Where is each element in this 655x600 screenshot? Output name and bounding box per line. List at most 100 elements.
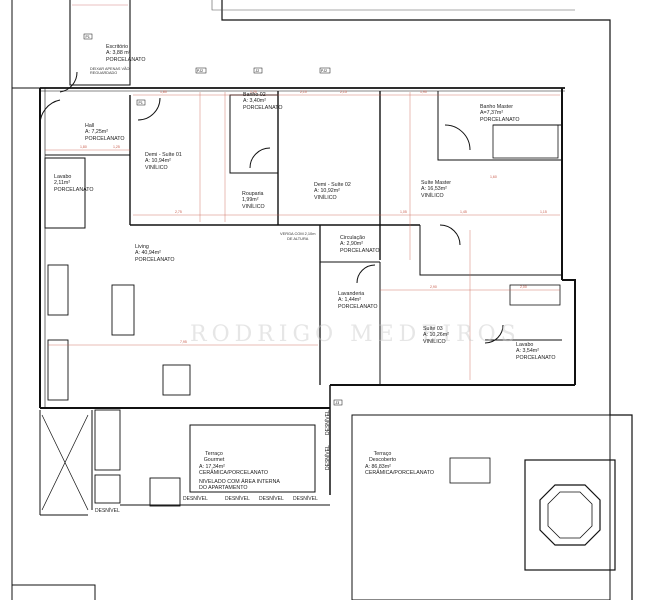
room-name: Rouparia (242, 191, 264, 197)
window-tag-label: J2 (256, 69, 260, 73)
room-area: A: 10,26m² (423, 332, 449, 339)
dim-label: 2,00 (520, 285, 527, 289)
room-finish: PORCELANATO (516, 354, 556, 361)
room-note: NIVELADO COM ÁREA INTERNA DO APARTAMENTO (199, 478, 280, 492)
room-name: Escritório (106, 44, 129, 50)
verga-note: VERGA COM 2,10m DE ALTURA (280, 231, 316, 241)
room-area: A: 10,92m² (314, 188, 340, 195)
dim-label: 1,05 (400, 210, 407, 214)
room-label-suite-03: Suíte 03 A: 10,26m² VINÍLICO (423, 326, 449, 345)
room-name: Terraço Gourmet (203, 451, 225, 464)
room-name: Terraço Descoberto (368, 451, 397, 464)
desnivel-label: DESNÍVEL (183, 496, 208, 502)
room-name: Lavanderia (338, 291, 365, 297)
room-area: A=7,37m² (480, 110, 504, 117)
window-tag-label: J3 (336, 401, 340, 405)
dim-label: 1,90 (420, 90, 427, 94)
dim-label: 2,75 (175, 210, 182, 214)
room-label-demi-suite-01: Demi - Suíte 01 A: 10,94m² VINÍLICO (145, 152, 182, 171)
dim-label: 7,95 (180, 340, 187, 344)
room-finish: CERÂMICA/PORCELANATO (365, 470, 434, 477)
room-finish: PORCELANATO (135, 256, 175, 263)
room-finish: PORCELANATO (338, 303, 378, 310)
dim-label: 2,90 (430, 285, 437, 289)
room-finish: PORCELANATO (243, 104, 283, 111)
room-area: A: 40,94m² (135, 250, 161, 257)
room-area: A: 10,94m² (145, 158, 171, 165)
terrace-edge (12, 584, 96, 600)
room-area: A: 17,34m² (199, 463, 225, 470)
dim-label: 1,45 (460, 210, 467, 214)
desnivel-label: DESNÍVEL (325, 410, 331, 435)
room-label-lavabo-right: Lavabo A: 3,54m² PORCELANATO (516, 342, 556, 361)
note-line: VERGA COM 2,10m (280, 231, 316, 236)
room-name: Demi - Suíte 01 (145, 152, 182, 158)
room-label-living: Living A: 40,94m² PORCELANATO (135, 244, 175, 263)
desnivel-label: DESNÍVEL (95, 508, 120, 514)
room-finish: PORCELANATO (54, 186, 94, 193)
room-finish: VINÍLICO (145, 164, 168, 171)
room-area: A: 3,88 m² (106, 50, 131, 57)
room-label-circulacao: Circulação A: 2,90m² PORCELANATO (340, 235, 380, 254)
room-label-banho-02: Banho 02 A: 3,40m² PORCELANATO (243, 92, 283, 111)
room-finish: VINÍLICO (314, 194, 337, 201)
room-area: A: 86,83m² (365, 463, 391, 470)
room-name: Lavabo (516, 342, 534, 348)
dim-label: 1,25 (113, 145, 120, 149)
room-finish: PORCELANATO (106, 56, 146, 63)
desnivel-label: DESNÍVEL (325, 445, 331, 470)
dim-label: 1,80 (80, 145, 87, 149)
room-finish: PORCELANATO (480, 116, 520, 123)
room-finish: CERÂMICA/PORCELANATO (199, 470, 268, 477)
room-finish: PORCELANATO (340, 247, 380, 254)
dim-label: 2,10 (300, 90, 307, 94)
room-finish: VINÍLICO (421, 192, 444, 199)
desnivel-label: DESNÍVEL (259, 496, 284, 502)
desnivel-label: DESNÍVEL (293, 496, 318, 502)
room-name: Living (135, 244, 149, 250)
room-label-terraco-descoberto: Terraço Descoberto A: 86,83m² CERÂMICA/P… (365, 451, 435, 477)
dimension-labels: 1,80 1,25 1,80 1,20 2,75 2,10 1,05 1,45 … (80, 90, 547, 344)
room-name: Circulação (340, 235, 366, 241)
outer-boundary (221, 0, 633, 600)
room-area: A: 3,40m² (243, 98, 266, 105)
note-line: DEIXAR APENAS VÃO (90, 67, 130, 71)
room-area: A: 2,90m² (340, 241, 363, 248)
room-name: Lavabo (54, 174, 72, 180)
room-label-lavabo-left: Lavabo 2,11m² PORCELANATO (54, 174, 94, 193)
watermark: RODRIGO MEDEIROS (190, 322, 521, 347)
window-tag-label: PJ2 (321, 69, 327, 73)
dim-label: 1,80 (160, 90, 167, 94)
room-name: Banho Master (480, 104, 513, 110)
room-name: Demi - Suíte 02 (314, 182, 351, 188)
room-name: Hall (85, 123, 95, 129)
room-label-demi-suite-02: Demi - Suíte 02 A: 10,92m² VINÍLICO (314, 182, 351, 201)
door-tag-label: P1 (139, 101, 143, 105)
escritorio-note: DEIXAR APENAS VÃO REGUARDADO (90, 67, 129, 76)
room-area: A: 16,53m² (421, 186, 447, 193)
room-finish: VINÍLICO (423, 338, 446, 345)
room-name: Banho 02 (243, 92, 266, 98)
window-tag-label: PJ2 (197, 69, 203, 73)
room-label-banho-master: Banho Master A=7,37m² PORCELANATO (480, 104, 520, 123)
room-area: 1,99m² (242, 197, 259, 204)
room-label-escritorio: Escritório A: 3,88 m² PORCELANATO (106, 44, 146, 63)
door-tag-label: P1 (86, 35, 90, 39)
dim-label: 2,15 (340, 90, 347, 94)
desnivel-label: DESNÍVEL (225, 496, 250, 502)
room-finish: PORCELANATO (85, 135, 125, 142)
room-area: A: 1,44m² (338, 297, 361, 304)
room-name: Suíte 03 (423, 326, 443, 332)
door-tag (83, 33, 93, 40)
note-line: DE ALTURA (287, 235, 309, 241)
room-area: 2,11m² (54, 180, 71, 187)
room-label-lavanderia: Lavanderia A: 1,44m² PORCELANATO (338, 291, 378, 310)
room-area: A: 3,54m² (516, 348, 539, 355)
room-label-hall: Hall A: 7,25m² PORCELANATO (85, 123, 125, 142)
room-label-terraco-gourmet: Terraço Gourmet A: 17,34m² CERÂMICA/PORC… (199, 451, 283, 491)
room-label-suite-master: Suíte Master A: 16,53m² VINÍLICO (421, 180, 451, 199)
dim-label: 1,20 (250, 90, 257, 94)
dim-label: 1,60 (490, 175, 497, 179)
